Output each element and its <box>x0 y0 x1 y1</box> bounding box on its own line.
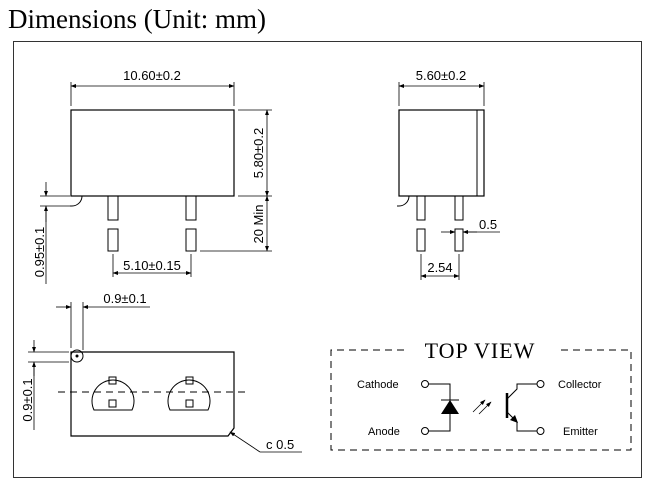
front-view: 10.60±0.2 5.80±0.2 20 Min 5.10±0.15 0.95… <box>32 68 272 284</box>
bottom-view-body <box>70 351 235 437</box>
top-view-title: TOP VIEW <box>425 338 536 363</box>
lead-left-upper <box>107 195 119 221</box>
side-lead-right-lower <box>454 228 464 252</box>
side-view-body <box>398 109 485 197</box>
dim-lead-length: 20 Min <box>251 204 266 243</box>
dim-mark-x: 0.9±0.1 <box>103 291 146 306</box>
led-symbol-icon <box>421 380 459 435</box>
light-emission-icon <box>472 399 492 415</box>
window-right <box>167 379 211 411</box>
phototransistor-symbol-icon <box>505 380 545 435</box>
label-collector: Collector <box>558 379 602 391</box>
dim-side-width: 5.60±0.2 <box>416 68 467 83</box>
drawing-frame <box>13 41 642 478</box>
label-emitter: Emitter <box>563 426 598 438</box>
dim-mark-y: 0.9±0.1 <box>20 378 35 421</box>
side-view-bump <box>397 195 410 207</box>
pin1-mark <box>70 349 84 363</box>
dim-pitch: 5.10±0.15 <box>123 258 181 273</box>
window-left <box>91 379 135 411</box>
side-lead-right-upper <box>454 195 464 221</box>
top-view-box <box>330 349 632 451</box>
dim-side-pitch: 2.54 <box>427 260 452 275</box>
lead-left-lower <box>107 228 119 252</box>
dim-height: 5.80±0.2 <box>251 128 266 179</box>
front-view-body <box>70 109 235 197</box>
page-title: Dimensions (Unit: mm) <box>8 4 266 34</box>
front-view-bump <box>70 195 83 207</box>
lead-right-lower <box>185 228 197 252</box>
dim-side-lead-width: 0.5 <box>479 217 497 232</box>
label-cathode: Cathode <box>357 379 399 391</box>
dim-chamfer: c 0.5 <box>266 437 294 452</box>
dim-lead-thickness: 0.95±0.1 <box>32 227 47 278</box>
label-anode: Anode <box>368 426 400 438</box>
top-view: TOP VIEW Cathode Anode Collector Emitter <box>330 338 632 451</box>
side-view: 5.60±0.2 0.5 2.54 <box>397 68 500 280</box>
side-lead-left-lower <box>416 228 426 252</box>
side-lead-left-upper <box>416 195 426 221</box>
lead-right-upper <box>185 195 197 221</box>
bottom-view: 0.9±0.1 0.9±0.1 c 0.5 <box>20 291 302 453</box>
dim-width: 10.60±0.2 <box>123 68 181 83</box>
